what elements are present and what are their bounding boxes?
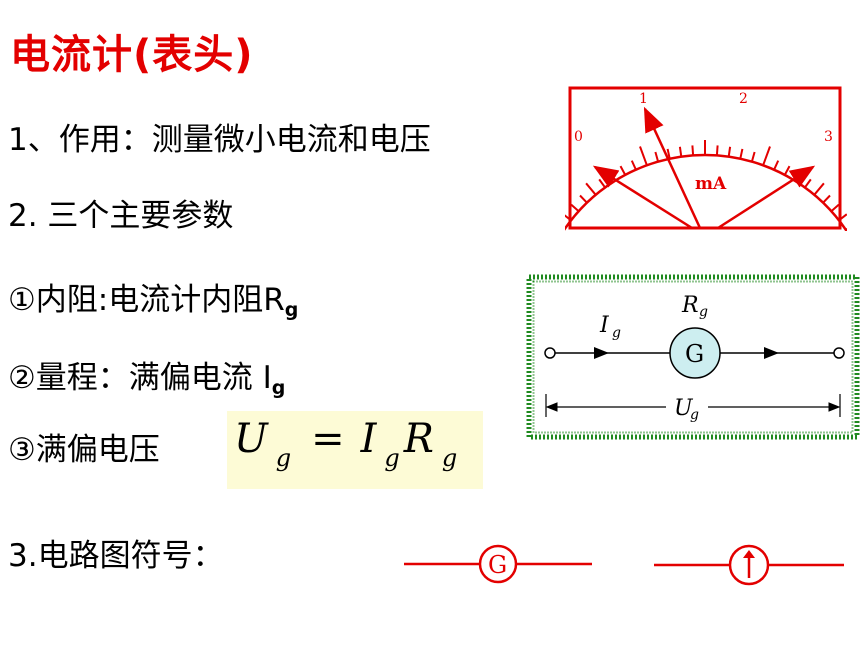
galvanometer-symbol: G: [404, 544, 592, 584]
formula-i-sub: g: [384, 444, 400, 472]
meter-tick: [630, 160, 637, 171]
up-arrow-head-icon: [743, 550, 755, 558]
voltage-label: U: [674, 396, 694, 421]
formula-u: U: [234, 416, 268, 462]
needle-max-line: [717, 165, 816, 230]
internal-resistance-line: ①内阻:电流计内阻Rg: [8, 274, 298, 321]
meter-tick: [838, 213, 847, 222]
current-label: I: [599, 313, 610, 338]
g-symbol-label: G: [488, 551, 507, 579]
full-scale-current-sub: g: [271, 377, 286, 399]
meter-tick: [579, 194, 588, 204]
meter-tick: [691, 145, 695, 156]
meter-tick: [654, 151, 660, 162]
symbol-heading: 3.电路图符号：: [8, 538, 224, 574]
meter-tick-label-0: 0: [574, 129, 583, 145]
full-scale-current-text: ②量程：满偏电流 I: [8, 360, 272, 396]
needle-min-line: [592, 165, 693, 230]
needle-mid-line: [643, 106, 702, 229]
meter-tick: [570, 203, 580, 212]
full-scale-voltage-line: ③满偏电压: [8, 432, 160, 468]
left-terminal: [544, 347, 556, 359]
voltage-label-sub: g: [690, 407, 699, 423]
meter-tick: [813, 182, 825, 196]
full-scale-current-line: ②量程：满偏电流 Ig: [8, 352, 285, 399]
page-title: 电流计(表头): [10, 32, 254, 78]
meter-frame: [568, 86, 842, 230]
circuit-inner-border: [532, 280, 854, 434]
meter-tick-label-1: 1: [639, 91, 648, 107]
internal-resistance-text: ①内阻:电流计内阻R: [8, 282, 285, 318]
formula-r: R: [403, 416, 434, 462]
meter-tick: [715, 145, 719, 156]
meter-tick-label-3: 3: [824, 129, 833, 145]
current-label-sub: g: [612, 325, 621, 341]
meter-tick: [666, 148, 671, 159]
parameters-heading: 2. 三个主要参数: [8, 198, 234, 234]
internal-resistance-sub: g: [284, 299, 299, 321]
purpose-line: 1、作用：测量微小电流和电压: [8, 122, 431, 158]
formula-r-sub: g: [441, 444, 458, 472]
meter-tick: [822, 194, 831, 204]
formula-u-sub: g: [275, 444, 292, 472]
meter-tick: [565, 214, 572, 222]
right-terminal: [833, 347, 845, 359]
resistance-label-sub: g: [699, 304, 708, 320]
meter-dial-diagram: 0 1 2 3 mA: [565, 86, 847, 231]
meter-tick: [830, 203, 840, 212]
resistance-label: R: [681, 293, 699, 318]
meter-tick: [639, 146, 648, 166]
meter-tick: [773, 160, 780, 171]
meter-tick: [762, 146, 771, 166]
meter-tick: [619, 165, 627, 176]
meter-unit-label: mA: [695, 174, 727, 194]
meter-scale-arc: [565, 153, 847, 231]
meter-tick: [750, 151, 756, 162]
ammeter-arrow-symbol: [654, 544, 844, 586]
formula-box: [227, 411, 483, 489]
meter-tick-label-2: 2: [739, 91, 748, 107]
meter-tick: [585, 182, 597, 196]
galvanometer-circuit-diagram: G I g R g U g: [526, 274, 860, 440]
formula-equals: =: [311, 416, 345, 462]
meter-tick: [727, 146, 732, 157]
formula-i: I: [360, 416, 377, 462]
meter-tick: [739, 148, 744, 159]
galvanometer-icon: [669, 327, 721, 379]
galvanometer-label: G: [685, 340, 704, 368]
meter-tick: [678, 146, 683, 157]
